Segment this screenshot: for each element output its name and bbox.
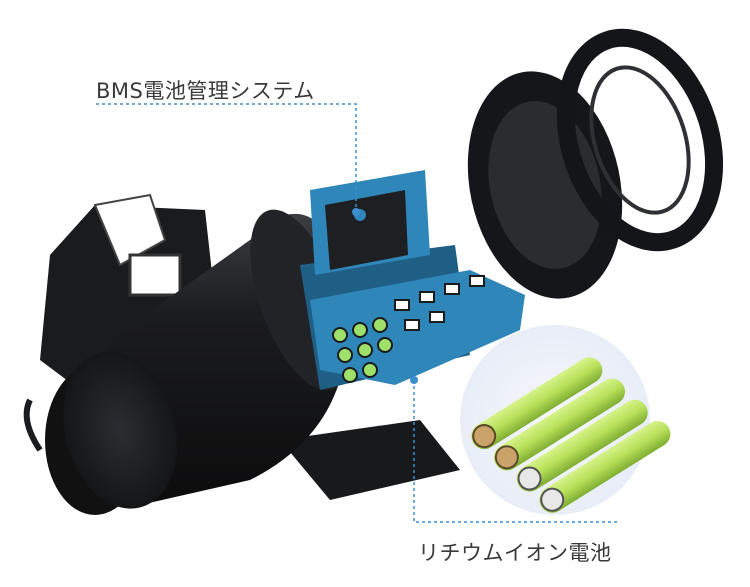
- bms-board: [310, 170, 430, 275]
- callout-line-bms: [96, 103, 357, 210]
- lithium-ion-battery-label: リチウムイオン電池: [418, 541, 612, 565]
- battery-cells-icon: [471, 357, 671, 513]
- front-cap-assembly: [467, 28, 724, 299]
- callout-dot-bms: [352, 208, 360, 216]
- battery-cells-inset: [460, 325, 671, 515]
- battery-pack-internals: [300, 245, 525, 390]
- bms-label: BMS電池管理システム: [96, 79, 315, 103]
- rear-frame: [23, 193, 215, 452]
- callout-dot-battery: [410, 376, 418, 384]
